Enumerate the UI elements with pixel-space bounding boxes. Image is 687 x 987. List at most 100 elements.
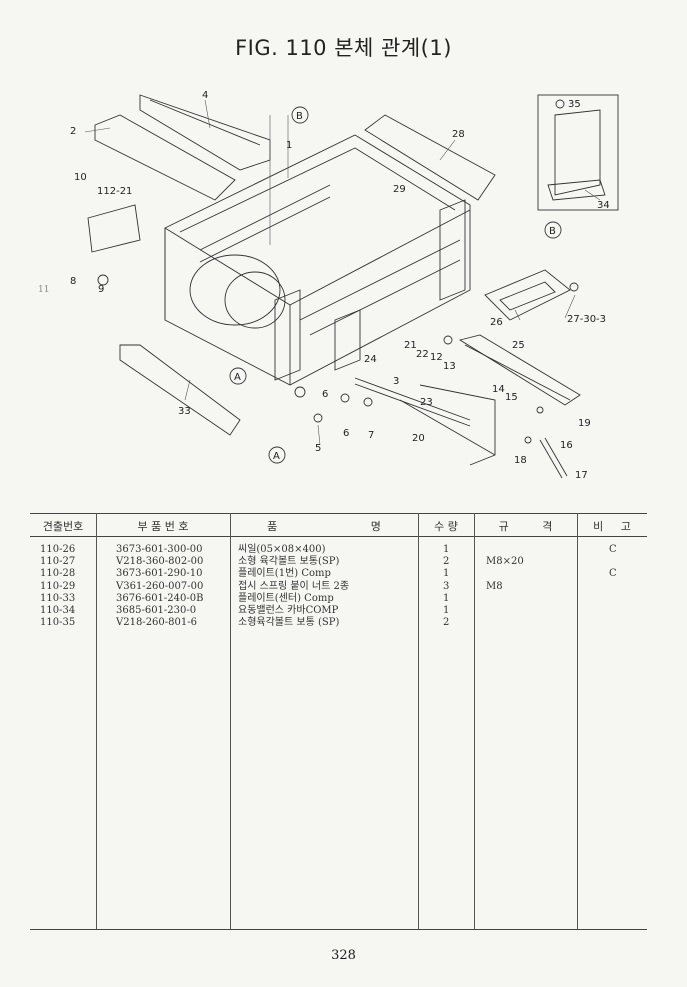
part-beam-33 xyxy=(119,344,241,436)
margin-mark: 11 xyxy=(38,285,50,295)
main-frame xyxy=(164,134,471,386)
callout-29: 29 xyxy=(393,184,406,195)
callout-21: 21 xyxy=(404,340,417,351)
cell-spec: M8 xyxy=(486,580,503,592)
header-spec: 규 격 xyxy=(498,520,553,533)
cell-name: 플레이트(1번) Comp xyxy=(238,568,331,580)
callout-4: 4 xyxy=(202,90,208,101)
cell-part: 3673-601-290-10 xyxy=(116,568,203,580)
page-number: 328 xyxy=(331,948,356,963)
callout-23: 23 xyxy=(420,397,433,408)
cell-name: 플레이트(센터) Comp xyxy=(238,592,334,604)
marker-shapes xyxy=(229,106,562,464)
callout-B-top: B xyxy=(296,111,303,122)
cell-qty: 1 xyxy=(443,568,450,580)
cell-note: C xyxy=(609,544,617,555)
table-bottom-rule xyxy=(30,929,647,930)
cell-no: 110-27 xyxy=(40,556,76,568)
table-header: 견출번호 부 품 번 호 품 명 수 량 규 격 비 고 xyxy=(30,513,647,537)
cell-note: C xyxy=(609,568,617,580)
callout-27-30-3: 27-30-3 xyxy=(567,314,606,325)
callout-3: 3 xyxy=(393,376,399,387)
cell-name: 소형육각볼트 보통 (SP) xyxy=(238,617,340,629)
cell-qty: 3 xyxy=(443,580,450,592)
table-row: 110-26 3673-601-300-00 씨일(05×08×400) 1 C xyxy=(30,544,647,556)
cell-part: V361-260-007-00 xyxy=(116,580,204,592)
callout-7: 7 xyxy=(368,430,374,441)
header-note: 비 고 xyxy=(593,520,631,533)
cell-no: 110-28 xyxy=(40,568,76,580)
cell-no: 110-35 xyxy=(40,617,76,629)
col-divider xyxy=(96,513,97,930)
table-row: 110-29 V361-260-007-00 접시 스프링 붙이 너트 2종 3… xyxy=(30,581,647,593)
table-row: 110-27 V218-360-802-00 소형 육각볼트 보통(SP) 2 … xyxy=(30,556,647,568)
part-beam-4 xyxy=(139,94,271,171)
header-part: 부 품 번 호 xyxy=(137,520,189,533)
callout-28: 28 xyxy=(452,129,465,140)
col-divider xyxy=(230,513,231,930)
cell-qty: 1 xyxy=(443,592,450,604)
callout-16: 16 xyxy=(560,440,573,451)
callout-B-right: B xyxy=(549,226,556,237)
cell-name: 씨일(05×08×400) xyxy=(238,544,326,555)
part-floor-20 xyxy=(419,384,496,466)
callout-A-left: A xyxy=(234,372,241,383)
callout-26: 26 xyxy=(490,317,503,328)
header-name: 품 명 xyxy=(267,520,381,533)
callout-25: 25 xyxy=(512,340,525,351)
callout-17: 17 xyxy=(575,470,588,481)
callout-14: 14 xyxy=(492,384,505,395)
cell-name: 요동밸런스 카바COMP xyxy=(238,604,339,616)
col-divider xyxy=(418,513,419,930)
callout-9: 9 xyxy=(98,284,104,295)
table-row: 110-33 3676-601-240-0B 플레이트(센터) Comp 1 xyxy=(30,593,647,605)
header-qty: 수 량 xyxy=(434,520,458,533)
part-bracket-112-21 xyxy=(87,204,141,253)
callout-6b: 6 xyxy=(343,428,349,439)
table-row: 110-28 3673-601-290-10 플레이트(1번) Comp 1 C xyxy=(30,568,647,580)
col-divider xyxy=(577,513,578,930)
cell-qty: 1 xyxy=(443,604,450,616)
parts-table: 견출번호 부 품 번 호 품 명 수 량 규 격 비 고 110-26 3673… xyxy=(30,513,647,930)
part-lever-17 xyxy=(539,437,568,479)
header-no: 견출번호 xyxy=(42,520,84,533)
cell-part: 3676-601-240-0B xyxy=(116,592,204,604)
callout-1: 1 xyxy=(286,140,292,151)
cell-no: 110-34 xyxy=(40,604,76,616)
cell-qty: 2 xyxy=(443,556,450,568)
callout-10: 10 xyxy=(74,172,87,183)
part-plate-28 xyxy=(364,114,496,201)
cell-qty: 2 xyxy=(443,617,450,629)
part-seal-26 xyxy=(484,269,571,321)
table-row: 110-35 V218-260-801-6 소형육각볼트 보통 (SP) 2 xyxy=(30,617,647,629)
callout-13: 13 xyxy=(443,361,456,372)
callout-33: 33 xyxy=(178,406,191,417)
callout-5: 5 xyxy=(315,443,321,454)
part-rod-23 xyxy=(354,377,496,456)
callout-24: 24 xyxy=(364,354,377,365)
fasteners xyxy=(97,99,579,444)
cell-spec: M8×20 xyxy=(486,556,524,568)
callout-112-21: 112-21 xyxy=(97,186,132,197)
callout-35: 35 xyxy=(568,99,581,110)
cell-no: 110-33 xyxy=(40,592,76,604)
table-row: 110-34 3685-601-230-0 요동밸런스 카바COMP 1 xyxy=(30,605,647,617)
cell-part: 3673-601-300-00 xyxy=(116,544,203,555)
callout-19: 19 xyxy=(578,418,591,429)
cell-qty: 1 xyxy=(443,544,450,555)
callout-18: 18 xyxy=(514,455,527,466)
part-cover-2 xyxy=(94,114,236,201)
callout-15: 15 xyxy=(505,392,518,403)
callout-34: 34 xyxy=(597,200,610,211)
callout-20: 20 xyxy=(412,433,425,444)
exploded-parts-diagram: 4 2 10 112-21 8 1 B 28 29 35 34 B 26 27-… xyxy=(70,90,619,481)
callout-6a: 6 xyxy=(322,389,328,400)
callout-8: 8 xyxy=(70,276,76,287)
figure-title: FIG. 110 본체 관계(1) xyxy=(235,36,452,60)
cell-name: 소형 육각볼트 보통(SP) xyxy=(238,556,340,568)
cell-part: V218-360-802-00 xyxy=(116,556,204,568)
leader-lines xyxy=(84,99,601,446)
callout-2: 2 xyxy=(70,126,76,137)
callout-A-bottom: A xyxy=(273,451,280,462)
cell-no: 110-29 xyxy=(40,580,76,592)
